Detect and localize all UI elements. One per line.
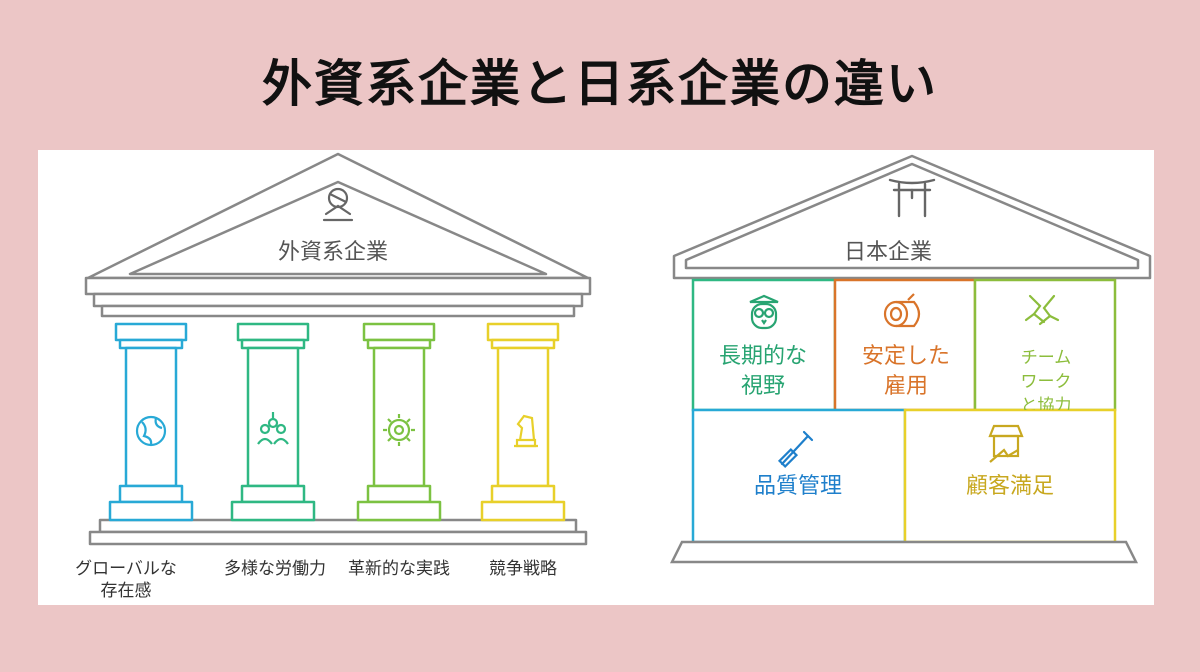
chisel-icon [777, 430, 814, 469]
pillar-label-global: グローバルな 存在感 [75, 559, 177, 601]
temple-emblem-icon [322, 187, 354, 222]
pillar-diverse [230, 322, 316, 522]
log-icon [883, 293, 921, 328]
temple-roof [84, 152, 592, 318]
room-label-customer: 顧客満足 [965, 474, 1054, 499]
room-label-quality: 品質管理 [753, 474, 842, 499]
room-customer [903, 408, 1117, 544]
people-icon [257, 412, 289, 445]
temple-base [88, 518, 588, 546]
handshake-icon [1024, 294, 1060, 326]
japanese-company-label: 日本企業 [843, 240, 932, 265]
house-roof [672, 154, 1152, 280]
owl-icon [749, 294, 779, 330]
globe-icon [135, 415, 167, 447]
room-label-teamwork: チーム ワーク と協力 [1020, 348, 1072, 410]
room-label-longterm: 長期的な 視野 [718, 344, 807, 399]
diagram-panel: 外資系企業 グローバルな 存在感 多様な労働力 革新的な実践 競争戦略 日本企業… [38, 150, 1154, 605]
room-label-stable: 安定した 雇用 [861, 344, 950, 399]
pillar-label-competitive: 競争戦略 [489, 559, 557, 579]
pillar-global [108, 322, 194, 522]
torii-icon [888, 178, 936, 218]
chess-knight-icon [514, 414, 538, 448]
shop-icon [988, 424, 1024, 463]
diagram-drawing [84, 152, 1152, 564]
gear-bulb-icon [383, 414, 415, 446]
pillar-label-innovative: 革新的な実践 [348, 559, 450, 579]
page-title: 外資系企業と日系企業の違い [262, 55, 938, 113]
room-teamwork [973, 278, 1117, 412]
pillar-competitive [480, 322, 566, 522]
room-quality [691, 408, 907, 544]
pillar-label-diverse: 多様な労働力 [224, 559, 326, 579]
house-base [669, 540, 1139, 564]
foreign-company-label: 外資系企業 [277, 240, 388, 265]
pillar-innovative [356, 322, 442, 522]
